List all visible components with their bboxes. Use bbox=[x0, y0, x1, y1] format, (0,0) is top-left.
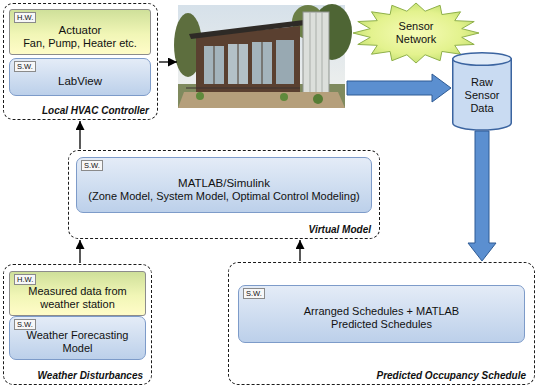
box-text: Raw Sensor Data bbox=[456, 76, 508, 115]
cylinder-top bbox=[453, 53, 512, 66]
group-title: Predicted Occupancy Schedule bbox=[377, 370, 527, 382]
group-box: H.W.Measured data from weather stationS.… bbox=[3, 264, 152, 385]
module-tag: S.W. bbox=[14, 61, 36, 72]
database-cylinder: Raw Sensor Data bbox=[452, 52, 512, 130]
box-text: Weather Forecasting Model bbox=[16, 329, 139, 355]
module-tag: H.W. bbox=[14, 12, 36, 23]
software-box: S.W. Arranged Schedules + MATLAB Predicte… bbox=[238, 285, 525, 343]
box-text: Fan, Pump, Heater etc. bbox=[23, 37, 137, 50]
group-box: H.W. ActuatorFan, Pump, Heater etc. S.W. La… bbox=[3, 3, 158, 120]
group-title: Virtual Model bbox=[309, 224, 371, 236]
hardware-box: H.W.Measured data from weather station bbox=[9, 271, 146, 316]
software-box: S.W. LabView bbox=[9, 58, 151, 96]
box-text: Sensor Network bbox=[385, 20, 447, 46]
control-arrow bbox=[159, 61, 177, 62]
group-title: Weather Disturbances bbox=[38, 370, 143, 382]
group-title: Local HVAC Controller bbox=[42, 105, 149, 117]
module-tag: S.W. bbox=[14, 319, 36, 330]
house-photo bbox=[174, 4, 352, 108]
software-box: S.W.Weather Forecasting Model bbox=[9, 316, 146, 360]
control-arrow bbox=[79, 240, 80, 263]
control-arrow bbox=[79, 121, 80, 149]
box-title: MATLAB/Simulink bbox=[178, 176, 270, 190]
group-box: S.W. Arranged Schedules + MATLAB Predicte… bbox=[228, 262, 535, 385]
data-flow-arrow bbox=[468, 131, 496, 261]
module-tag: S.W. bbox=[81, 160, 103, 171]
control-arrow bbox=[299, 240, 300, 261]
software-box: S.W. MATLAB/Simulink(Zone Model, System M… bbox=[76, 157, 372, 213]
box-text: (Zone Model, System Model, Optimal Contr… bbox=[88, 190, 359, 203]
box-text: Measured data from weather station bbox=[16, 285, 139, 311]
module-tag: S.W. bbox=[243, 288, 265, 299]
group-box: S.W. MATLAB/Simulink(Zone Model, System M… bbox=[68, 150, 380, 239]
cylinder-body bbox=[453, 59, 512, 130]
box-title: Actuator bbox=[59, 23, 102, 37]
data-flow-arrow bbox=[347, 74, 451, 102]
starburst-outline bbox=[353, 3, 479, 63]
module-tag: H.W. bbox=[14, 274, 36, 285]
box-title: LabView bbox=[58, 74, 102, 88]
hardware-box: H.W. ActuatorFan, Pump, Heater etc. bbox=[9, 9, 151, 55]
box-text: Arranged Schedules + MATLAB Predicted Sc… bbox=[292, 305, 472, 331]
